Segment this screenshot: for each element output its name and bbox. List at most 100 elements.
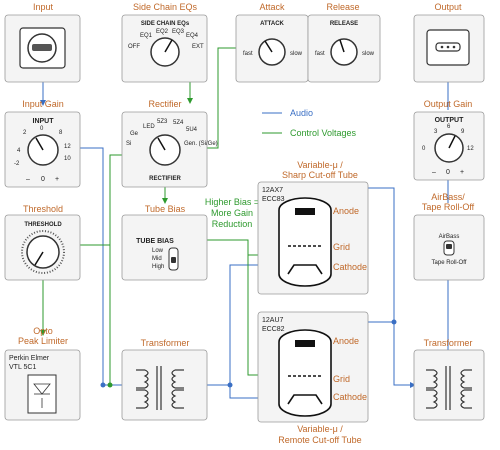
input-gain-minus: – (26, 176, 30, 183)
tube-remote-model-1: 12AU7 (262, 317, 284, 324)
input-gain-tick: 8 (59, 130, 63, 136)
tube-bias-option: Low (152, 248, 164, 254)
arrow-head (187, 98, 193, 104)
output-block (413, 14, 485, 83)
title-attack: Attack (259, 2, 285, 12)
title-varmu-sharp-2: Sharp Cut-off Tube (282, 170, 358, 180)
tube-cathode-shape (287, 264, 323, 275)
junction-dot (227, 382, 233, 388)
rectifier-tick: 5U4 (186, 127, 198, 133)
opto-line-2: VTL 5C1 (9, 364, 36, 371)
transformer-icon (136, 366, 184, 410)
release-panel-title: RELEASE (330, 21, 358, 27)
vacuum-tube-icon (278, 329, 332, 417)
tube-bias-panel (121, 214, 208, 281)
wire-inputgain-to-transformer (75, 147, 123, 386)
output-gain-plus: + (460, 169, 464, 176)
knob-pointer (264, 40, 273, 53)
tube-bias-option: Mid (152, 256, 162, 262)
title-sidechain: Side Chain EQs (133, 2, 198, 12)
sidechain-tick: EQ4 (186, 33, 199, 39)
input-gain-tick: 10 (64, 156, 71, 162)
title-varmu-remote-2: Remote Cut-off Tube (278, 435, 361, 445)
junction-dot (391, 319, 397, 325)
legend-audio-label: Audio (290, 108, 313, 118)
transformer-left-block (121, 349, 208, 421)
opto-block: Perkin Elmer VTL 5C1 (4, 349, 81, 421)
attack-block: ATTACK fast slow (235, 14, 309, 83)
rectifier-tick: 5Z3 (157, 119, 168, 125)
rectifier-tick: Ge (130, 131, 139, 137)
wire-rectifier-to-attack (205, 47, 236, 149)
tube-remote-grid-label: Grid (333, 374, 350, 384)
tube-cathode-shape (287, 394, 323, 405)
block-titles: Input Side Chain EQs Attack Release Outp… (18, 2, 475, 445)
arrow-head (40, 100, 46, 106)
output-gain-tick: 9 (461, 129, 465, 135)
title-threshold: Threshold (23, 204, 63, 214)
output-gain-minus: – (432, 169, 436, 176)
xlr-pin-icon (446, 45, 450, 49)
transformer-left-panel (121, 349, 208, 421)
switch-toggle-icon (446, 244, 452, 249)
input-gain-tick: 4 (17, 148, 21, 154)
sidechain-block: SIDE CHAIN EQs OFF EQ1 EQ2 EQ3 EQ4 EXT (121, 14, 208, 83)
tube-sharp-model-2: ECC83 (262, 196, 285, 203)
input-gain-block: INPUT 0 4 8 12 2 -2 10 – 0 + (4, 111, 81, 188)
rectifier-tick: Gen. (Si/Ge) (184, 141, 218, 147)
junction-dot (100, 382, 106, 388)
opto-led-icon (33, 383, 51, 395)
knob-pointer (157, 137, 166, 151)
threshold-scale (21, 230, 65, 274)
tube-remote-block: 12AU7 ECC82 Anode Grid Cathode (257, 311, 369, 423)
legend: Audio Control Voltages (262, 108, 357, 138)
airbass-block: AirBass Tape Roll-Off (413, 214, 485, 281)
tube-bias-block: TUBE BIAS Low Mid High (121, 214, 208, 281)
tube-sharp-cathode-label: Cathode (333, 262, 367, 272)
knob-pointer (339, 39, 345, 53)
title-varmu-remote-1: Variable-μ / (297, 424, 343, 434)
input-gain-tick: 0 (40, 126, 44, 132)
tube-remote-anode-label: Anode (333, 336, 359, 346)
switch-toggle-icon (171, 257, 176, 263)
attack-right-label: slow (290, 51, 303, 57)
title-release: Release (326, 2, 359, 12)
output-gain-block: OUTPUT 3 6 9 0 12 – 0 + (413, 111, 485, 181)
arrow-head (162, 198, 168, 204)
rectifier-block: Si LED Ge 5Z3 5Z4 5U4 Gen. (Si/Ge) RECTI… (121, 111, 218, 188)
bias-note: Higher Bias = More Gain Reduction (205, 197, 259, 229)
threshold-panel-title: THRESHOLD (24, 222, 62, 228)
rectifier-tick: LED (143, 124, 155, 130)
arrow-head (410, 382, 416, 388)
sidechain-tick: EQ3 (172, 29, 185, 35)
sidechain-tick: EQ2 (156, 29, 169, 35)
input-gain-panel-title: INPUT (33, 118, 55, 125)
knob-pointer (35, 137, 44, 151)
output-gain-tick: 6 (447, 124, 451, 130)
sidechain-panel-title: SIDE CHAIN EQs (141, 21, 190, 27)
legend-control-label: Control Voltages (290, 128, 357, 138)
xlr-pins-icon (32, 44, 52, 51)
wire-transformer-to-remote (229, 385, 258, 399)
title-rectifier: Rectifier (148, 99, 181, 109)
bias-note-line-1: Higher Bias = (205, 197, 259, 207)
knob-pointer (448, 135, 456, 149)
threshold-block: THRESHOLD (4, 214, 81, 281)
output-gain-panel-title: OUTPUT (435, 117, 465, 124)
title-transformer-right: Transformer (424, 338, 473, 348)
airbass-bottom-label: Tape Roll-Off (432, 260, 467, 266)
knob-pointer (34, 251, 44, 266)
output-gain-tick: 12 (467, 146, 474, 152)
xlr-pin-icon (452, 45, 456, 49)
tube-anode-plate (295, 208, 315, 215)
title-transformer-left: Transformer (141, 338, 190, 348)
release-left-label: fast (315, 51, 325, 57)
rectifier-tick: 5Z4 (173, 120, 184, 126)
title-input-gain: Input Gain (22, 99, 64, 109)
tube-remote-cathode-label: Cathode (333, 392, 367, 402)
knob-pointer (164, 39, 173, 53)
input-gain-tick: 12 (64, 144, 71, 150)
bias-note-line-3: Reduction (212, 219, 253, 229)
title-airbass-2: Tape Roll-Off (422, 202, 475, 212)
